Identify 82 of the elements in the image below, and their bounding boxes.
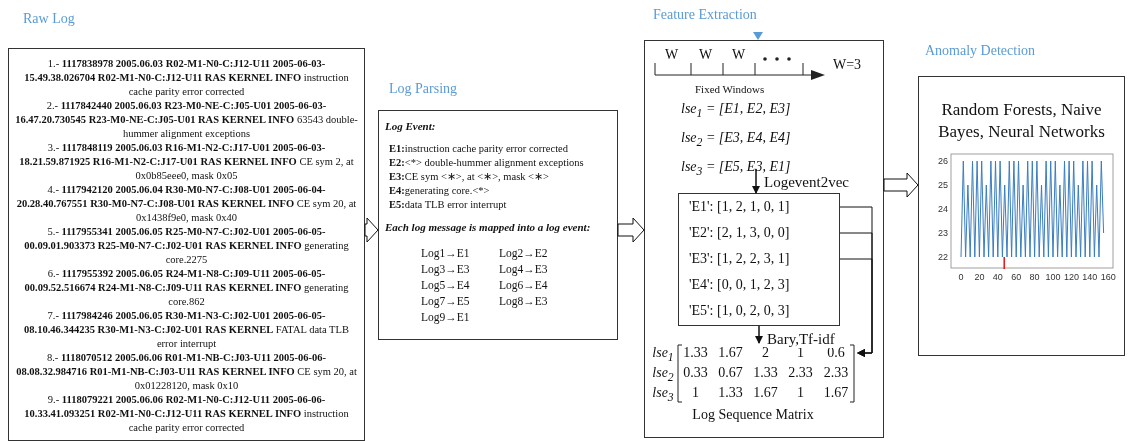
tick-label: 160 [1100, 272, 1116, 282]
matrix-value: 1 [796, 384, 805, 402]
vector-row-text: 'E3': [1, 2, 2, 3, 1] [688, 250, 791, 268]
vector-row-text: 'E5': [1, 0, 2, 0, 3] [688, 302, 791, 320]
matrix-value: 1.33 [682, 344, 709, 362]
mapping-text: Log2→E2 [499, 246, 549, 261]
section-title: Anomaly Detection [925, 43, 1036, 59]
section-title: Feature Extraction [653, 7, 757, 23]
event-definition: E3:CE sym <∗>, at <∗>, mask <∗> [389, 170, 550, 184]
matrix-value: 1.33 [717, 384, 744, 402]
arrow [839, 258, 873, 357]
tick-label: 24 [938, 204, 948, 214]
block-arrow [617, 217, 645, 243]
mapping-text: Log5→E4 [421, 278, 471, 293]
row-label: lse$_{1}$ [651, 344, 675, 363]
event-definition: E5:data TLB error interrupt [389, 198, 508, 212]
log-entry: 5.- 1117955341 2005.06.05 R25-M0-N7-C:J02-U01 2005-06-05-00.09.01.903373 R25-M0-N7-C:J02-U01 RAS KERNEL INFO generating core.2275 [23, 225, 350, 267]
tick-label: 100 [1045, 272, 1061, 282]
matrix-value: 1.67 [752, 384, 779, 402]
tick-label: 140 [1082, 272, 1098, 282]
event-definition: E4:generating core.<*> [389, 184, 491, 198]
sequence-formula: lse$_{1}$ = [E1, E2, E3] [681, 100, 792, 122]
tick-label: 60 [1011, 272, 1022, 282]
matrix-value: 0.33 [682, 364, 709, 382]
tick-label: 22 [938, 252, 948, 262]
log-entry: 6.- 1117955392 2005.06.05 R24-M1-N8-C:J09-U11 2005-06-05-00.09.52.516674 R24-M1-N8-C:J09-U11 RAS KERNEL INFO generating core.862 [23, 267, 350, 309]
window-size-label: W=3 [833, 57, 862, 73]
log-entry: 9.- 1118079221 2005.06.06 R02-M1-N0-C:J12-U11 2005-06-06-10.33.41.093251 R02-M1-N0-C:J12-U11 RAS KERNEL INFO instruction cache parity error corrected [23, 393, 350, 435]
mapping-text: Log6→E4 [499, 278, 549, 293]
tick-label: 20 [974, 272, 985, 282]
matrix-value: 1.33 [752, 364, 779, 382]
section-heading: Log Event: [385, 119, 437, 134]
arrow [755, 325, 763, 344]
tick-label: 26 [938, 156, 948, 166]
vector-row-text: 'E1': [1, 2, 1, 0, 1] [688, 198, 791, 216]
arrow [752, 168, 760, 194]
mapping-text: Log8→E3 [499, 294, 549, 309]
tick-label: 25 [938, 180, 948, 190]
matrix-value: 1.67 [822, 384, 850, 402]
log-entry: 1.- 1117838978 2005.06.03 R02-M1-N0-C:J12-U11 2005-06-03-15.49.38.026704 R02-M1-N0-C:J12-U11 RAS KERNEL INFO instruction cache parity error corrected [23, 57, 350, 99]
log-entry: 2.- 1117842440 2005.06.03 R23-M0-NE-C:J05-U01 2005-06-03-16.47.20.730545 R23-M0-NE-C:J05-U01 RAS KERNEL INFO 63543 double-hummer alignment exceptions [15, 99, 358, 141]
block-arrow [364, 217, 379, 243]
axis-caption: Fixed Windows [695, 83, 765, 95]
tick-label: 23 [938, 228, 948, 238]
vector-row-text: 'E4': [0, 0, 1, 2, 3] [688, 276, 791, 294]
log-entry: 8.- 1118070512 2005.06.06 R01-M1-NB-C:J03-U11 2005-06-06-08.08.32.984716 R01-M1-NB-C:J03-U11 RAS KERNEL INFO CE sym 20, at 0x01228120, mask 0x10 [15, 351, 358, 393]
tick-label: 120 [1063, 272, 1079, 282]
window-label: W [699, 47, 713, 63]
tick-label: 40 [992, 272, 1003, 282]
section-heading: Each log message is mapped into a log event: [385, 220, 592, 235]
method-list: Random Forests, Naive Bayes, Neural Networks [931, 99, 1112, 143]
matrix-value: 2.33 [822, 364, 850, 382]
log-entry: 3.- 1117848119 2005.06.03 R16-M1-N2-C:J17-U01 2005-06-03-18.21.59.871925 R16-M1-N2-C:J17-U01 RAS KERNEL INFO CE sym 2, at 0x0b85eee0, mask 0x05 [18, 141, 355, 183]
matrix-value: 2.33 [787, 364, 814, 382]
row-label: lse$_{2}$ [651, 364, 675, 383]
log-entry: 7.- 1117984246 2005.06.05 R30-M1-N3-C:J02-U01 2005-06-05-08.10.46.344235 R30-M1-N3-C:J02-U01 RAS KERNEL FATAL data TLB error interrupt [23, 309, 350, 351]
window-label: W [665, 47, 679, 63]
matrix-value: 2 [761, 345, 769, 362]
event-definition: E2:<*> double-hummer alignment exceptions [389, 156, 585, 170]
window-label: W [732, 47, 746, 63]
tick-label: 80 [1029, 272, 1040, 282]
mapping-text: Log9→E1 [421, 310, 471, 325]
vector-table-box [678, 193, 840, 326]
edge-label: Bary,Tf-idf [767, 331, 835, 348]
matrix-value: 1.67 [717, 344, 744, 362]
section-title: Raw Log [23, 11, 75, 27]
mapping-text: Log7→E5 [421, 294, 471, 309]
log-entry: 4.- 1117942120 2005.06.04 R30-M0-N7-C:J08-U01 2005-06-04-20.28.40.767551 R30-M0-N7-C:J08-U01 RAS KERNEL INFO CE sym 20, at 0x1438f9e0, mask 0x40 [15, 183, 358, 225]
row-label: lse$_{3}$ [651, 384, 675, 403]
mapping-text: Log3→E3 [421, 262, 471, 277]
section-title: Log Parsing [389, 81, 458, 97]
mapping-text: Log4→E3 [499, 262, 549, 277]
matrix-value: 1 [691, 384, 700, 402]
mapping-text: Log1→E1 [421, 246, 471, 261]
sequence-formula: lse$_{2}$ = [E3, E4, E4] [681, 128, 792, 151]
edge-label: Logevent2vec [764, 174, 849, 191]
event-definition: E1:instruction cache parity error corrected [389, 142, 569, 156]
matrix-value: 0.67 [717, 364, 744, 382]
vector-row-text: 'E2': [2, 1, 3, 0, 0] [688, 224, 791, 242]
tick-label: 0 [958, 272, 964, 282]
matrix-title: Log Sequence Matrix [691, 407, 815, 423]
block-arrow [883, 172, 919, 198]
